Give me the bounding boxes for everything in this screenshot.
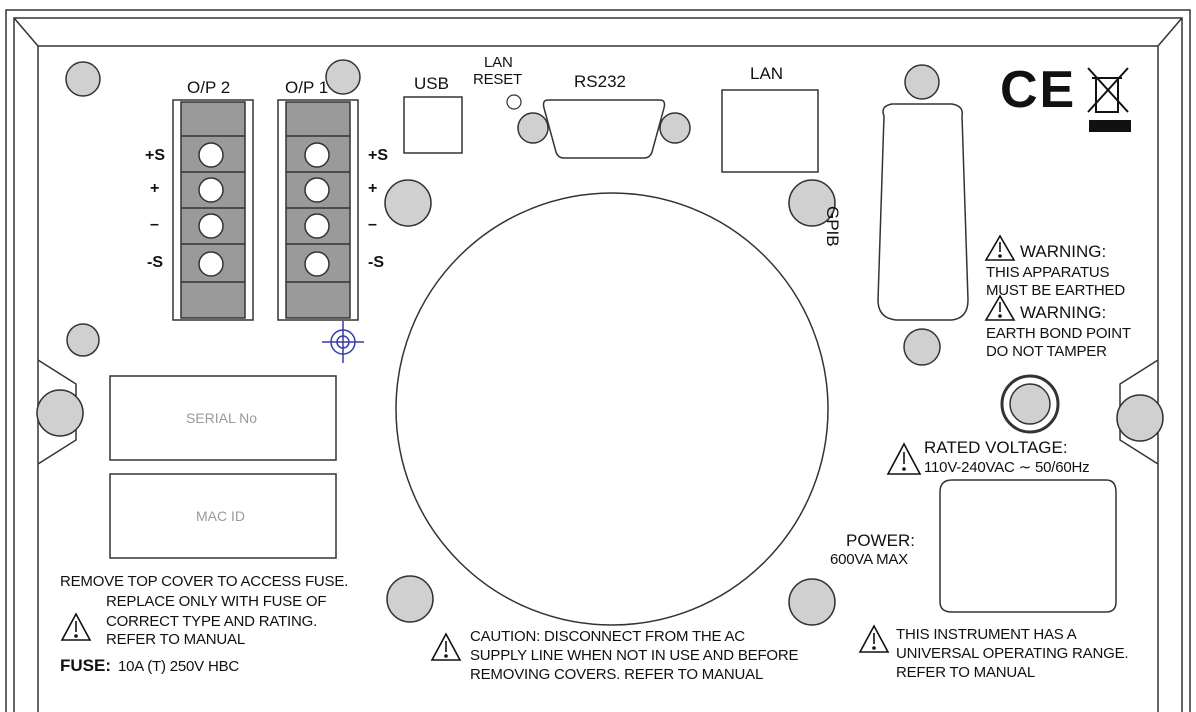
warning-icon [60, 612, 92, 641]
terminal-label-plus-sense: +S [145, 147, 166, 164]
fuse-notice-line2: REPLACE ONLY WITH FUSE OF [106, 593, 327, 610]
screw [386, 575, 434, 623]
serial-label-box [109, 375, 337, 461]
warning-icons [60, 234, 1016, 661]
serial-label-text: SERIAL No [186, 410, 258, 426]
fuse-rating: 10A (T) 250V HBC [118, 658, 240, 675]
terminal [304, 251, 330, 277]
mac-label-box [109, 473, 337, 559]
screw [36, 389, 84, 437]
fuse-label: FUSE: [60, 656, 111, 675]
terminal-label-plus: + [150, 180, 160, 197]
rated-voltage-title: RATED VOLTAGE: [924, 438, 1068, 457]
terminal [198, 142, 224, 168]
earth-warning-title: WARNING: [1020, 242, 1107, 261]
terminal-label-plus: + [368, 180, 378, 197]
terminal-label-minus: – [368, 216, 377, 233]
screw [904, 64, 940, 100]
weee-bin-icon [1087, 67, 1131, 132]
terminal-label-plus-sense: +S [368, 147, 389, 164]
range-notice-line1: THIS INSTRUMENT HAS A [896, 626, 1077, 643]
terminal [304, 177, 330, 203]
lan-port [721, 89, 819, 173]
gpib-label: GPIB [823, 206, 842, 247]
rs232-port [517, 99, 691, 159]
caution-line1: CAUTION: DISCONNECT FROM THE AC [470, 628, 745, 645]
terminal [198, 213, 224, 239]
lan-label: LAN [750, 64, 784, 83]
warning-icon [886, 442, 922, 475]
screw [384, 179, 432, 227]
range-notice-line3: REFER TO MANUAL [896, 664, 1035, 681]
earth-marker [322, 321, 364, 363]
lan-reset-label-line1: LAN [484, 54, 513, 71]
fan-grille [395, 192, 829, 626]
earth-warning-line2: MUST BE EARTHED [986, 282, 1125, 299]
mounting-screws [36, 59, 1164, 626]
bond-warning-line1: EARTH BOND POINT [986, 325, 1131, 342]
screw [903, 328, 941, 366]
earth-bond-point [1000, 374, 1060, 434]
warning-icon [430, 632, 462, 661]
screw [788, 179, 836, 227]
screw [1116, 394, 1164, 442]
lan-reset-hole [506, 94, 522, 110]
power-inlet [939, 479, 1117, 613]
fuse-notice-line3: CORRECT TYPE AND RATING. [106, 613, 318, 630]
bond-warning-line2: DO NOT TAMPER [986, 343, 1107, 360]
earth-warning-line1: THIS APPARATUS [986, 264, 1110, 281]
mac-label-text: MAC ID [196, 508, 245, 524]
power-rating: 600VA MAX [830, 551, 908, 568]
usb-label: USB [414, 74, 449, 93]
screw [325, 59, 361, 95]
ce-mark: CE [1000, 61, 1077, 119]
terminal [198, 251, 224, 277]
terminal-label-minus-sense: -S [368, 254, 384, 271]
output-terminals-op1 [277, 99, 359, 321]
op1-label: O/P 1 [285, 78, 329, 97]
terminal [304, 142, 330, 168]
op2-label: O/P 2 [187, 78, 231, 97]
output-terminals-op2 [172, 99, 254, 321]
terminal-label-minus: – [150, 216, 159, 233]
range-notice-line2: UNIVERSAL OPERATING RANGE. [896, 645, 1129, 662]
fuse-notice-line1: REMOVE TOP COVER TO ACCESS FUSE. [60, 573, 349, 590]
fuse-notice-line4: REFER TO MANUAL [106, 631, 245, 648]
terminal [198, 177, 224, 203]
gpib-port [877, 103, 969, 321]
usb-port [403, 96, 463, 154]
terminal-label-minus-sense: -S [147, 254, 163, 271]
lan-reset-label-line2: RESET [473, 71, 523, 88]
rs232-label: RS232 [574, 72, 626, 91]
warning-icon [984, 234, 1016, 261]
screw [65, 61, 101, 97]
terminal [304, 213, 330, 239]
caution-line3: REMOVING COVERS. REFER TO MANUAL [470, 666, 764, 683]
screw [788, 578, 836, 626]
caution-line2: SUPPLY LINE WHEN NOT IN USE AND BEFORE [470, 647, 799, 664]
screw [66, 323, 100, 357]
bond-warning-title: WARNING: [1020, 303, 1107, 322]
panel-frame [5, 9, 1191, 712]
warning-icon [984, 294, 1016, 321]
rated-voltage-value: 110V-240VAC ∼ 50/60Hz [924, 459, 1090, 476]
power-label: POWER: [846, 531, 915, 550]
warning-icon [858, 624, 890, 653]
